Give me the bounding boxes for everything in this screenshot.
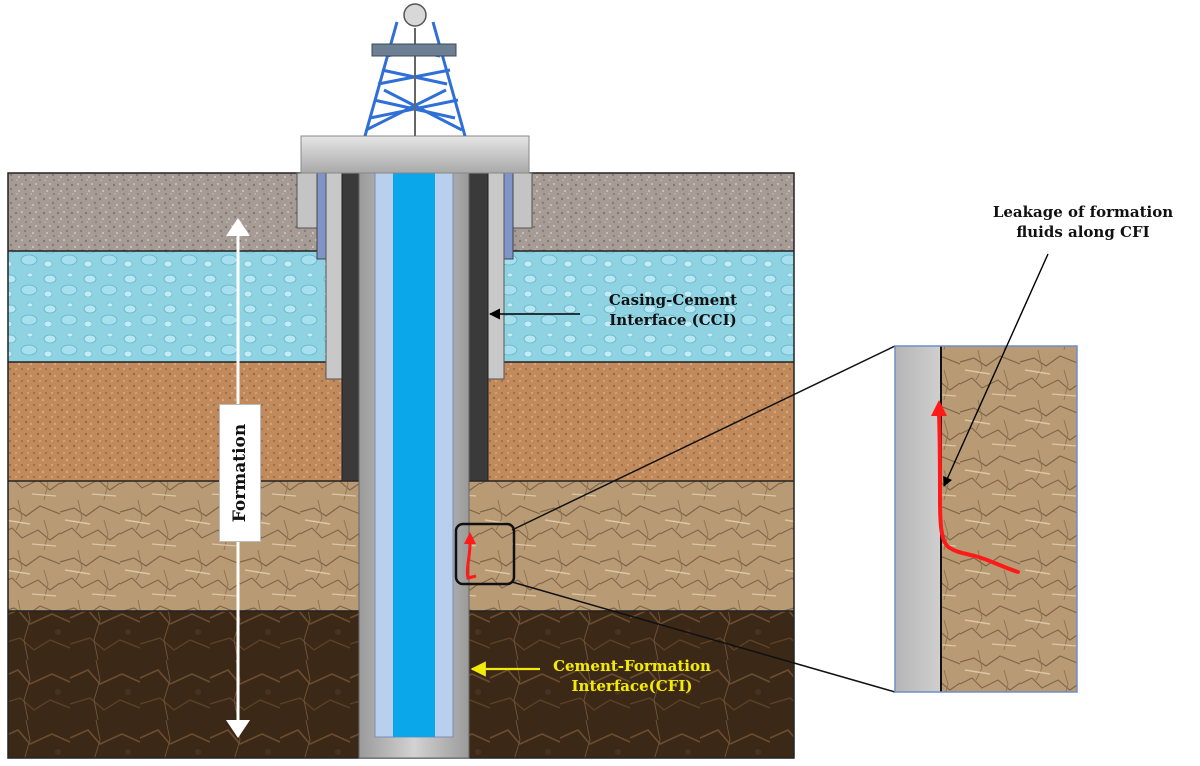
crown-block [403, 3, 427, 27]
leak-path-zoomed [937, 412, 1020, 574]
leakage-label: Leakage of formation fluids along CFI [968, 203, 1198, 242]
cci-label-line2: Interface (CCI) [609, 310, 737, 329]
rig-platform [371, 43, 457, 57]
well-casing-assembly [296, 135, 533, 759]
cfi-label-line1: Cement-Formation [553, 657, 711, 675]
formation-label-box: Formation [219, 404, 261, 542]
zoom-connector-bottom [511, 581, 896, 693]
cfi-label: Cement-Formation Interface(CFI) [532, 657, 732, 696]
formation-label: Formation [230, 423, 250, 523]
leak-path-small [465, 540, 477, 580]
wellhead-plate [300, 135, 530, 174]
leakage-label-line2: fluids along CFI [1016, 222, 1150, 241]
leakage-label-line1: Leakage of formation [992, 203, 1174, 221]
zoom-connector-top [511, 345, 896, 531]
leak-highlight-box [454, 522, 516, 586]
zoom-inset [895, 346, 1077, 692]
cci-label-line1: Casing-Cement [608, 291, 738, 309]
leakage-arrow [943, 253, 1049, 487]
drilling-rig [363, 21, 467, 137]
cfi-label-line2: Interface(CFI) [571, 676, 693, 695]
wellbore-fluid [393, 173, 435, 737]
cci-label: Casing-Cement Interface (CCI) [578, 291, 768, 330]
